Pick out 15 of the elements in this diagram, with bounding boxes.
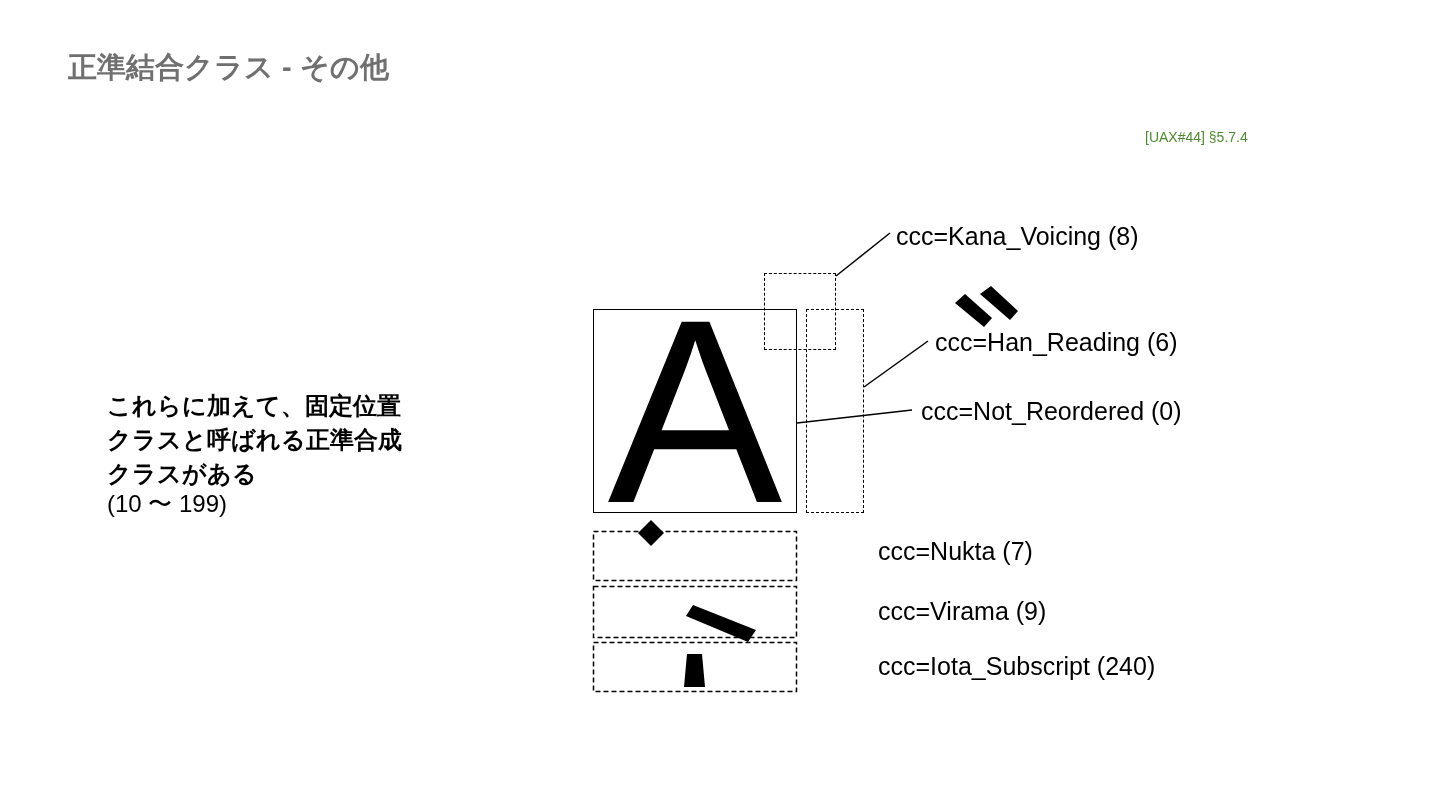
leader-line [796, 409, 913, 424]
position-box [806, 309, 864, 513]
slide-title: 正準結合クラス - その他 [68, 50, 389, 85]
leader-line [835, 232, 891, 277]
class-label: ccc=Han_Reading (6) [935, 327, 1178, 357]
class-label: ccc=Kana_Voicing (8) [896, 221, 1139, 251]
class-label: ccc=Virama (9) [878, 596, 1047, 626]
class-label: ccc=Iota_Subscript (240) [878, 651, 1156, 681]
glyph-box: A [593, 309, 797, 513]
range-text: (10 〜 199) [107, 489, 228, 519]
class-label: ccc=Not_Reordered (0) [921, 396, 1182, 426]
description-text: これらに加えて、固定位置クラスと呼ばれる正準合成クラスがある [107, 391, 403, 489]
leader-line [863, 340, 929, 388]
class-label: ccc=Nukta (7) [878, 536, 1033, 566]
reference-note: [UAX#44] §5.7.4 [1145, 129, 1248, 145]
